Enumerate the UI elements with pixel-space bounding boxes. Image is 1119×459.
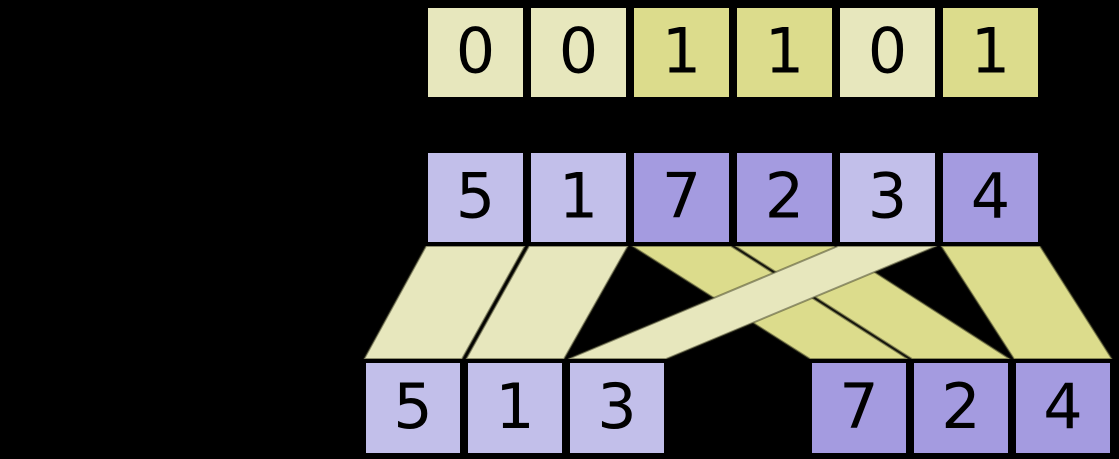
cell-rect [424, 149, 527, 246]
cell-value: 2 [765, 160, 804, 233]
cell-rect [939, 4, 1042, 101]
cell: 0 [527, 4, 630, 101]
cell: 5 [362, 359, 464, 457]
cell-value: 2 [941, 370, 980, 443]
cell-value: 7 [662, 160, 701, 233]
cell-value: 3 [597, 370, 636, 443]
cell: 1 [630, 4, 733, 101]
cell: 5 [424, 149, 527, 246]
cell-rect [424, 4, 527, 101]
cell-value: 0 [559, 15, 598, 88]
cell-rect [630, 4, 733, 101]
cell: 4 [939, 149, 1042, 246]
cell-value: 1 [559, 160, 598, 233]
cell: 7 [630, 149, 733, 246]
cell: 7 [808, 359, 910, 457]
cell-rect [733, 4, 836, 101]
cell: 1 [464, 359, 566, 457]
cell-rect [527, 149, 630, 246]
cell-value: 1 [662, 15, 701, 88]
cell-value: 4 [971, 160, 1010, 233]
cell-rect [808, 359, 910, 457]
ribbons-layer [362, 245, 1114, 360]
cell: 0 [836, 4, 939, 101]
cell-value: 5 [456, 160, 495, 233]
cell: 0 [424, 4, 527, 101]
cell-value: 5 [393, 370, 432, 443]
cell-rect [362, 359, 464, 457]
cell: 4 [1012, 359, 1114, 457]
cell-rect [910, 359, 1012, 457]
cell: 1 [733, 4, 836, 101]
cell: 3 [836, 149, 939, 246]
cell-value: 1 [495, 370, 534, 443]
cell-value: 0 [868, 15, 907, 88]
cell-rect [733, 149, 836, 246]
cell: 1 [527, 149, 630, 246]
cell-rect [527, 4, 630, 101]
cell-value: 1 [971, 15, 1010, 88]
cell-value: 7 [839, 370, 878, 443]
cell-value: 0 [456, 15, 495, 88]
cell-value: 4 [1043, 370, 1082, 443]
cell-rect [464, 359, 566, 457]
cell: 2 [733, 149, 836, 246]
cell-rect [836, 4, 939, 101]
cell: 3 [566, 359, 668, 457]
cell: 2 [910, 359, 1012, 457]
cell-rect [630, 149, 733, 246]
cell-rect [836, 149, 939, 246]
cell: 1 [939, 4, 1042, 101]
cell-rect [566, 359, 668, 457]
cell-value: 1 [765, 15, 804, 88]
cell-rect [1012, 359, 1114, 457]
cell-value: 3 [868, 160, 907, 233]
cell-rect [939, 149, 1042, 246]
